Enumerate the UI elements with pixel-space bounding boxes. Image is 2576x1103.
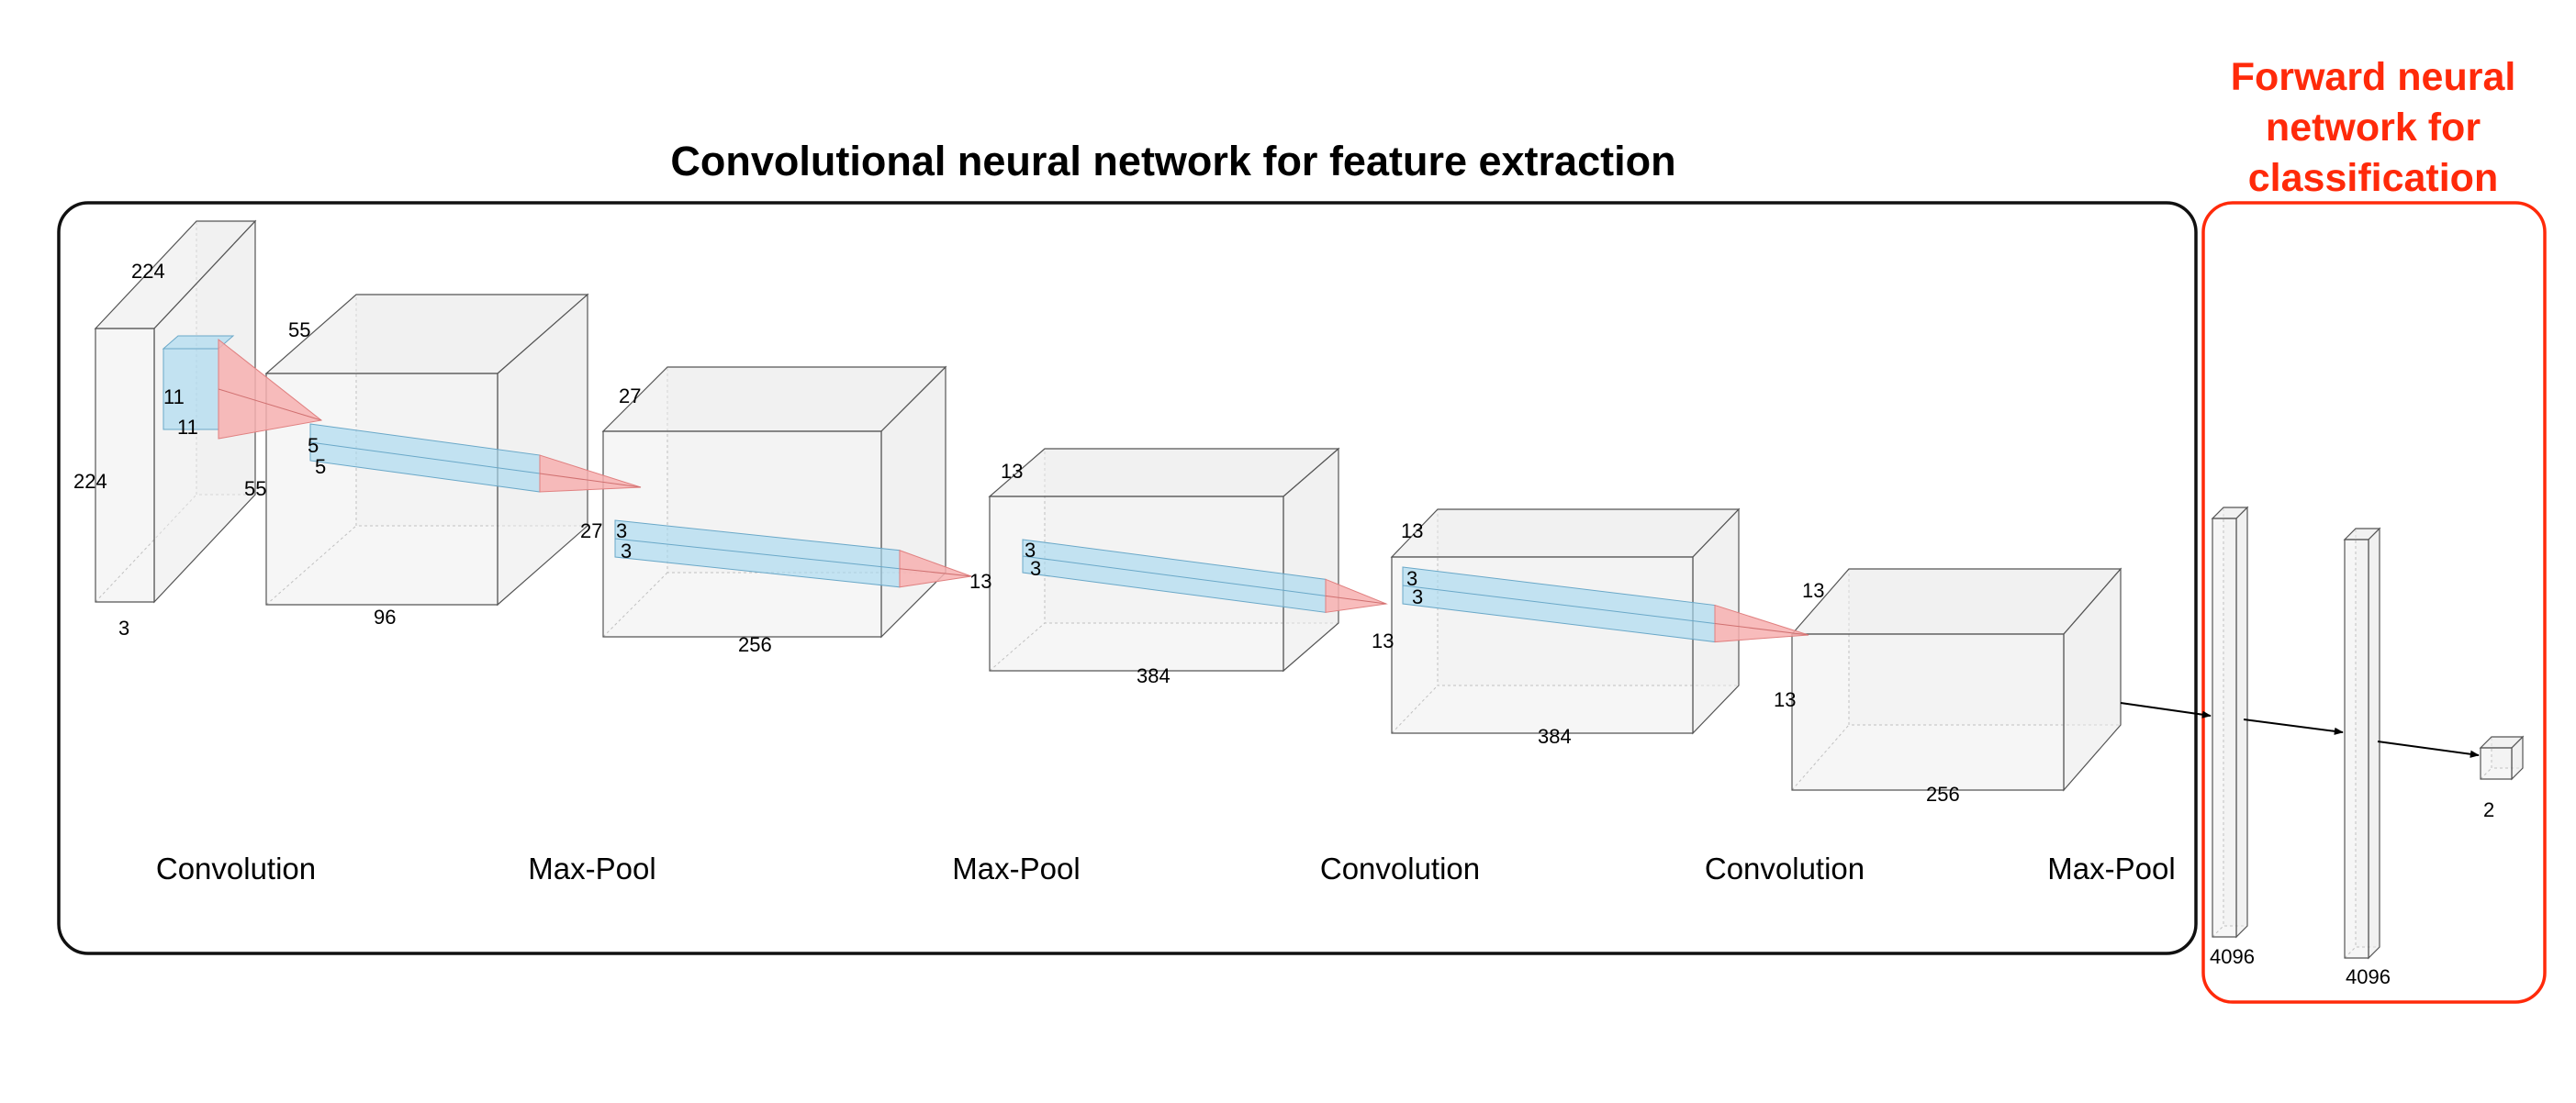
pool2-kernel-label-a: 3 (1025, 539, 1036, 562)
pool1-width-label: 27 (619, 384, 641, 407)
fc2-volume (2343, 527, 2381, 960)
conv1-width-label: 55 (288, 318, 310, 341)
pool2-width-label: 13 (1001, 460, 1023, 483)
input-depth-label: 3 (118, 617, 129, 640)
input-kernel-label-a: 11 (163, 385, 185, 408)
op-label-5: Convolution (1705, 852, 1865, 886)
pool1-height-label: 27 (580, 519, 602, 542)
conv1-kernel-label-b: 5 (315, 455, 326, 478)
conv4-width-label: 13 (1802, 579, 1824, 602)
cnn-title: Convolutional neural network for feature… (670, 138, 1675, 184)
fnn-title-line-3: classification (2248, 156, 2498, 200)
conv3-kernel-label-b: 3 (1412, 585, 1423, 608)
input-kernel-label-b: 11 (177, 416, 198, 439)
pool2-depth-label: 384 (1137, 664, 1170, 687)
conv1-kernel (309, 423, 642, 493)
fc1-size-label: 4096 (2210, 945, 2255, 968)
input-kernel (162, 335, 323, 440)
input-height-label: 224 (73, 470, 107, 493)
pool2-kernel (1022, 539, 1388, 613)
conv3-width-label: 13 (1401, 519, 1423, 542)
conv1-kernel-label-a: 5 (308, 434, 319, 457)
conv4-volume (1790, 567, 2122, 792)
conv4-depth-label: 256 (1926, 783, 1960, 806)
op-label-4: Convolution (1320, 852, 1480, 886)
pool2-height-label: 13 (969, 570, 991, 593)
fc2-size-label: 4096 (2346, 965, 2391, 988)
conv3-height-label: 13 (1372, 629, 1394, 652)
conv3-kernel (1402, 566, 1809, 643)
op-label-3: Max-Pool (952, 852, 1080, 886)
output-volume (2479, 735, 2525, 781)
arrow-fc2-to-output (2377, 741, 2480, 758)
conv1-height-label: 55 (244, 477, 266, 500)
conv3-depth-label: 384 (1538, 725, 1572, 748)
op-label-6: Max-Pool (2047, 852, 2175, 886)
pool1-volume (601, 365, 947, 639)
conv1-depth-label: 96 (374, 606, 396, 629)
fnn-title-line-1: Forward neural (2231, 55, 2516, 99)
input-width-label: 224 (131, 260, 165, 283)
conv4-height-label: 13 (1774, 688, 1796, 711)
cnn-frame (57, 201, 2198, 955)
pool1-kernel-label-a: 3 (616, 519, 627, 542)
arrow-fc1-to-fc2 (2243, 719, 2344, 735)
op-label-2: Max-Pool (528, 852, 655, 886)
pool2-kernel-label-b: 3 (1030, 557, 1041, 580)
op-label-1: Convolution (156, 852, 316, 886)
fnn-frame (2201, 201, 2547, 1004)
conv3-kernel-label-a: 3 (1406, 567, 1417, 590)
pool1-depth-label: 256 (738, 633, 772, 656)
fnn-title-line-2: network for (2266, 106, 2481, 150)
pool1-kernel (614, 519, 972, 588)
fc1-volume (2211, 506, 2249, 939)
arrow-conv4-to-fc1 (2120, 702, 2212, 719)
pool2-volume (988, 447, 1340, 673)
pool1-kernel-label-b: 3 (621, 540, 632, 563)
output-size-label: 2 (2483, 798, 2494, 821)
